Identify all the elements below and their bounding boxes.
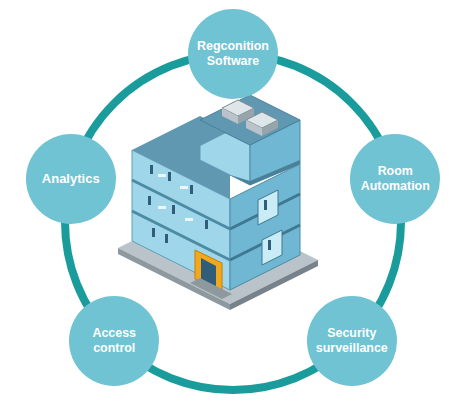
elevator-bay [258, 190, 282, 265]
roof-edge [230, 160, 300, 185]
ac-unit [246, 120, 262, 136]
ring [65, 54, 401, 390]
floor-slab [132, 211, 230, 260]
topic-circle: Analytics [26, 134, 116, 224]
circle-fill [69, 296, 159, 386]
circle-fill [26, 134, 116, 224]
ac-unit [262, 120, 278, 136]
circle-label: Security surveillance [313, 326, 391, 356]
office-desks [158, 174, 193, 221]
circle-fill [350, 134, 440, 224]
circle-label: Room Automation [356, 164, 434, 194]
circle-label: Access control [75, 326, 153, 356]
topic-circle: Room Automation [350, 134, 440, 224]
circle-fill [188, 9, 278, 99]
circle-label: Regconition Software [194, 39, 272, 69]
circle-label: Analytics [42, 171, 100, 187]
ac-unit [222, 108, 238, 124]
roof [132, 116, 230, 199]
building-side [230, 164, 300, 290]
roof [200, 95, 300, 145]
circle-fill [307, 296, 397, 386]
entrance-steps [190, 278, 232, 299]
office-figures [148, 165, 208, 243]
topic-circle: Regconition Software [188, 9, 278, 99]
topic-circle: Security surveillance [307, 296, 397, 386]
topic-circle: Access control [69, 296, 159, 386]
